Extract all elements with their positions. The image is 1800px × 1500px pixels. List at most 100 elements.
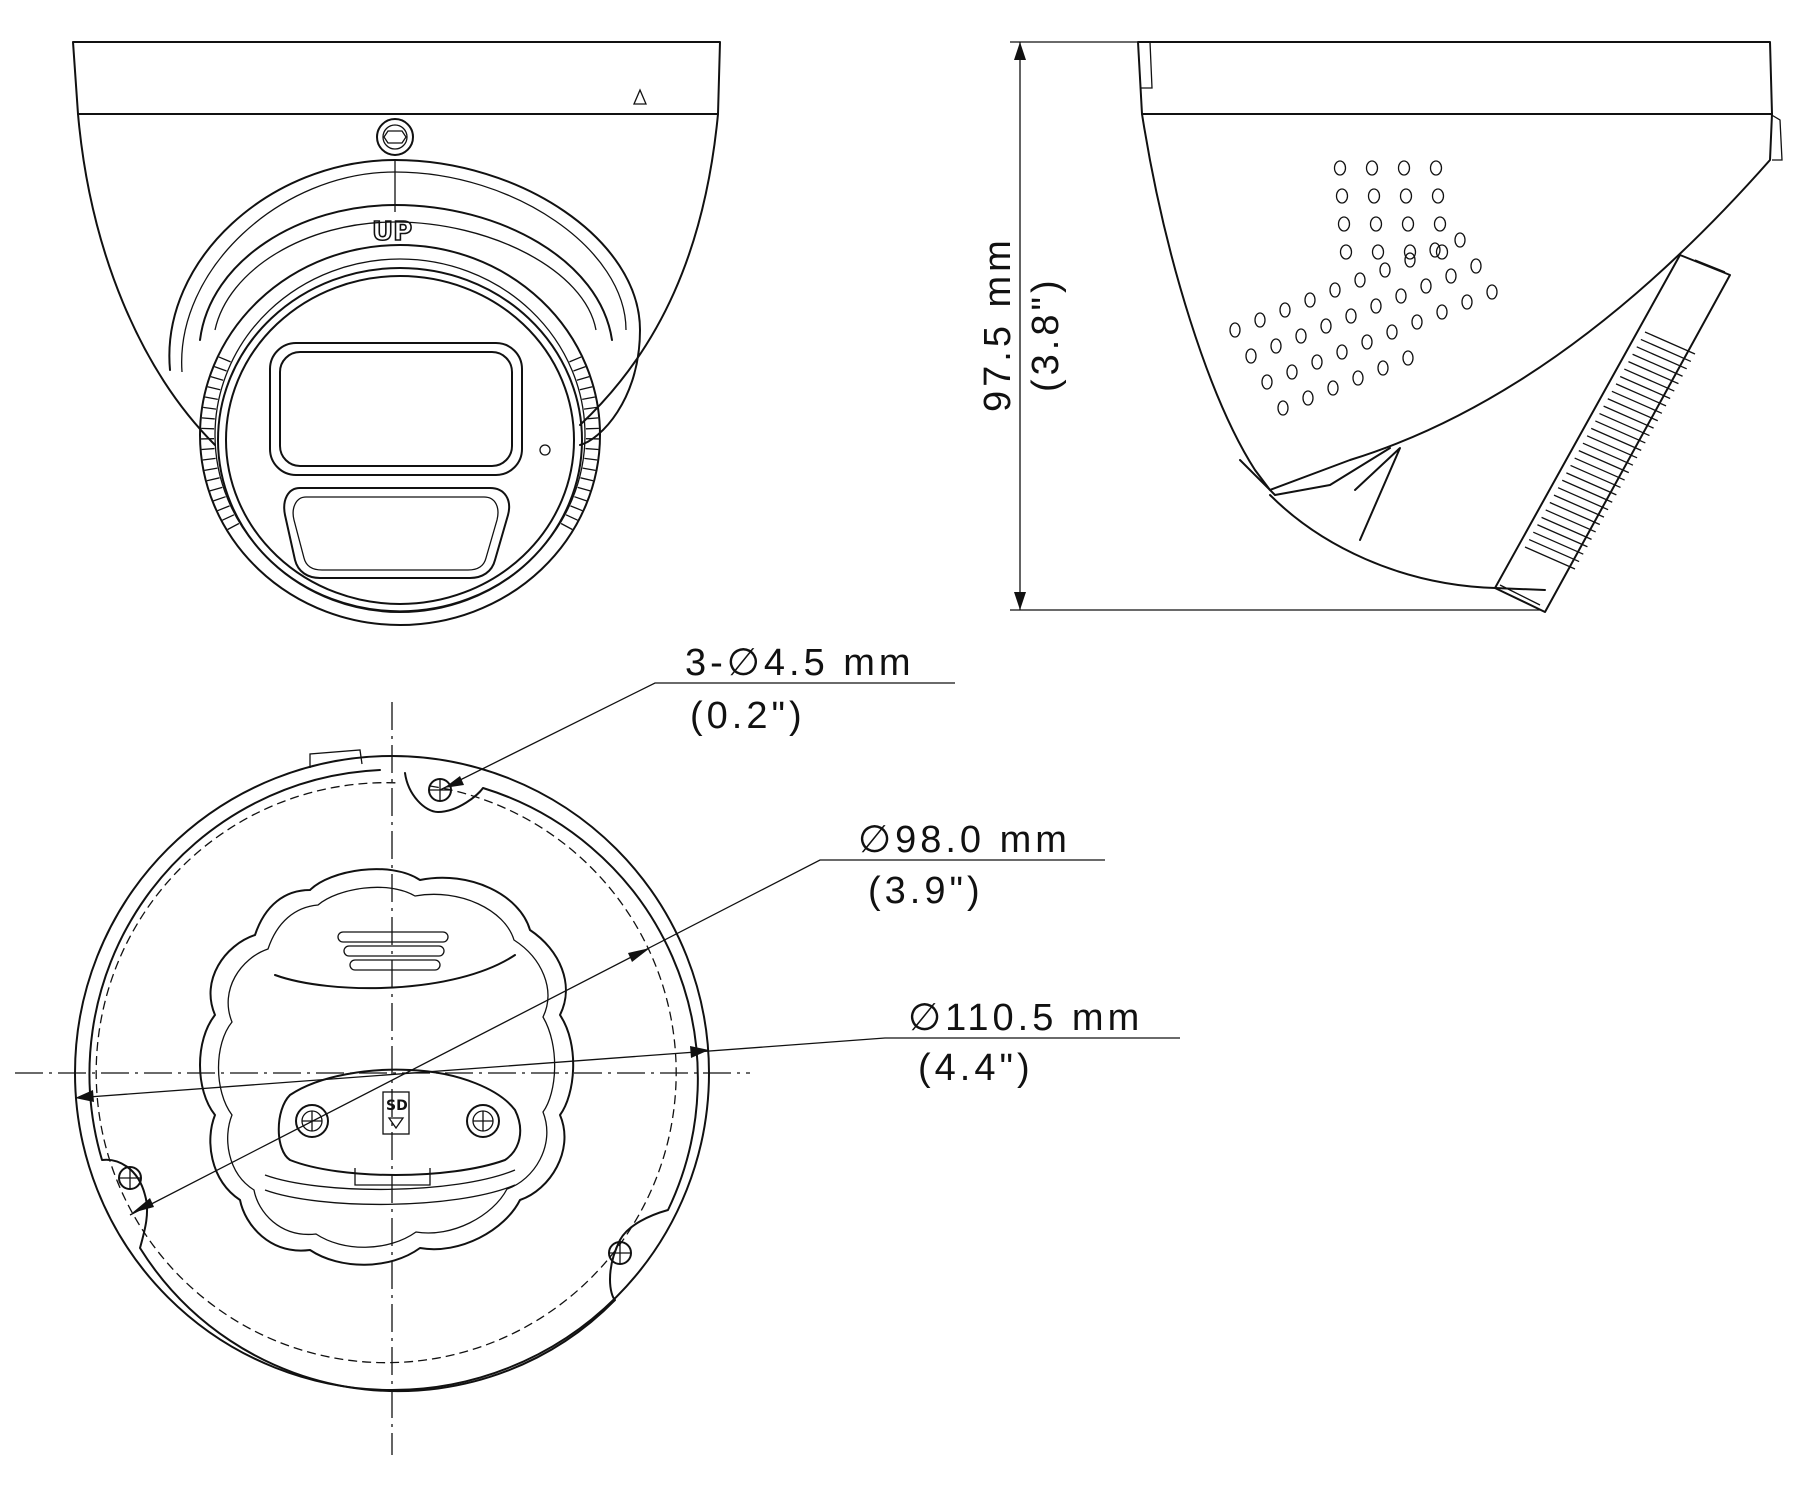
speaker-hole [1402,350,1414,366]
speaker-hole [1311,354,1323,370]
knurl-tick [201,417,215,420]
speaker-hole [1333,160,1347,176]
knurl-tick [203,406,217,410]
base-inner-ring [88,769,699,1393]
speaker-hole [1329,282,1341,298]
speaker-hole [1261,374,1273,390]
vent-slot [1586,435,1638,459]
speaker-hole [1436,304,1448,320]
vent-slot [1549,501,1601,526]
knurl-tick [213,496,226,502]
speaker-hole [1431,188,1445,204]
mounting-hole-3 [608,1241,632,1265]
side-top-cap [1137,41,1773,115]
speaker-hole [1433,216,1447,232]
speaker-hole [1404,252,1416,268]
vent-slot [1607,398,1659,422]
vent-slot [1644,331,1696,355]
lower-light-window [283,487,510,579]
bracket-screw-right [466,1104,500,1138]
bottom-bracket-inner [217,886,556,1248]
speaker-hole [1270,338,1282,354]
main-lens-window [269,342,523,476]
front-top-cap [72,41,721,115]
top-screw-icon [376,118,414,156]
height-imperial-label: (3.8") [1025,276,1067,392]
knurl-tick [222,514,235,521]
speaker-hole [1454,232,1466,248]
speaker-hole [1327,380,1339,396]
speaker-hole [1420,278,1432,294]
vent-slot [1524,546,1576,570]
vent-slot [1545,509,1596,533]
knurl-tick [560,522,573,531]
speaker-hole [1399,188,1413,204]
eyeball-ring-3 [199,204,613,341]
knurl-tick [576,375,590,381]
sd-label: SD [386,1098,408,1114]
mount-dia-metric-label: ∅98.0 mm [858,819,1071,861]
vent-slot [1603,405,1654,429]
eyeball-upper-arc [274,954,516,990]
vent-slot [1557,487,1609,511]
vent-slot [1628,361,1679,385]
speaker-hole [1367,188,1381,204]
knurl-tick [573,366,586,372]
vent-slot [1553,494,1605,518]
speaker-hole [1377,360,1389,376]
knurl-tick [210,375,224,381]
speaker-hole [1470,258,1482,274]
bracket-screw-left [295,1104,329,1138]
knurl-tick [585,417,599,420]
vent-slot [1582,442,1634,466]
front-view: UP [72,41,721,626]
vent-slot [1590,427,1642,451]
mount-dia-imperial-label: (3.9") [868,870,984,912]
knurl-tick [582,396,596,401]
knurl-tick [582,467,596,472]
speaker-hole [1245,348,1257,364]
vent-slot [1640,338,1692,363]
vent-slot [1574,457,1625,481]
knurl-tick [218,356,231,363]
knurl-tick [202,457,216,461]
side-vent-slots [1524,331,1696,570]
speaker-hole [1345,308,1357,324]
vent-slot [1632,353,1683,377]
vent-slot [1566,472,1617,496]
vent-slot [1599,412,1650,437]
speaker-hole [1286,364,1298,380]
knurl-tick [584,457,598,461]
vent-slot [1537,524,1588,548]
eyeball-ring-4 [214,221,597,331]
knurl-tick [565,514,578,521]
vent-slot [1528,538,1580,563]
speaker-holes [1229,160,1498,416]
alignment-triangle-icon [633,88,647,105]
speaker-hole [1429,242,1441,258]
knurl-tick [577,486,591,492]
knurl-tick [201,447,215,451]
hole-metric-label: 3-∅4.5 mm [685,642,915,684]
knurl-tick [579,386,593,391]
bottom-view: SD 3-∅4.5 mm (0.2") ∅98.0 mm (3.9") ∅110… [15,642,1180,1455]
speaker-hole [1254,312,1266,328]
knurl-tick [585,447,599,451]
speaker-hole [1370,298,1382,314]
knurl-tick [227,522,240,531]
eyeball-outer-ring [168,159,641,446]
knurl-tick [217,505,230,512]
speaker-hole [1337,216,1351,232]
knurl-tick [207,386,221,391]
mounting-hole-2 [118,1166,142,1190]
front-dome-outline [77,113,719,446]
knurl-tick [574,496,587,502]
vent-slot [1619,375,1671,400]
light-sensor-icon [539,444,551,456]
vent-slot [1595,420,1646,444]
sd-card-slot: SD [382,1091,410,1135]
up-marking: UP [372,217,412,247]
bottom-bracket-outer [199,868,575,1266]
speaker-hole [1369,216,1383,232]
